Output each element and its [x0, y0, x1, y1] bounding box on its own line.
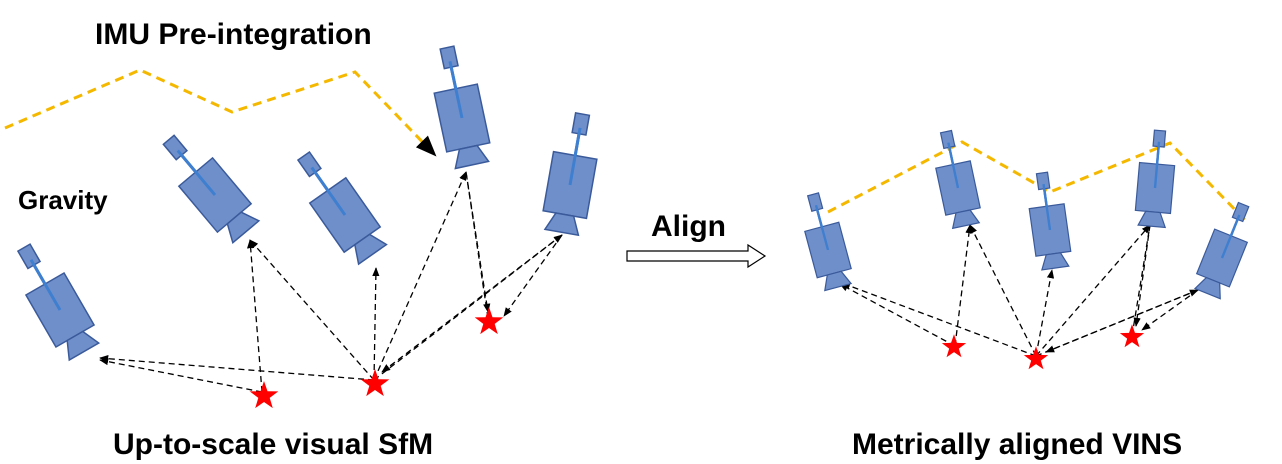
imu-preintegration-label: IMU Pre-integration	[95, 18, 372, 51]
camera-icon	[1190, 196, 1262, 302]
vins-caption: Metrically aligned VINS	[852, 428, 1182, 461]
camera-icon	[3, 235, 105, 365]
gravity-label: Gravity	[18, 185, 108, 215]
sfm-caption: Up-to-scale visual SfM	[113, 428, 433, 461]
red-star-icon	[360, 369, 390, 397]
camera-icon	[538, 108, 606, 238]
camera-icon	[1023, 169, 1074, 272]
camera-icon	[927, 126, 985, 231]
camera-icon	[150, 124, 265, 248]
red-star-icon	[1023, 346, 1049, 370]
observation-arrows-right	[839, 224, 1199, 357]
red-star-icon	[1119, 324, 1145, 348]
red-star-icon	[941, 334, 967, 358]
camera-icon	[424, 41, 495, 172]
red-star-icon	[249, 381, 279, 409]
imu-path-left	[4, 68, 437, 157]
camera-icon	[794, 188, 857, 293]
align-arrow	[626, 243, 767, 269]
observation-arrows-left	[99, 171, 563, 393]
camera-icon	[284, 141, 393, 269]
red-star-icon	[474, 307, 504, 335]
align-label: Align	[651, 210, 726, 243]
